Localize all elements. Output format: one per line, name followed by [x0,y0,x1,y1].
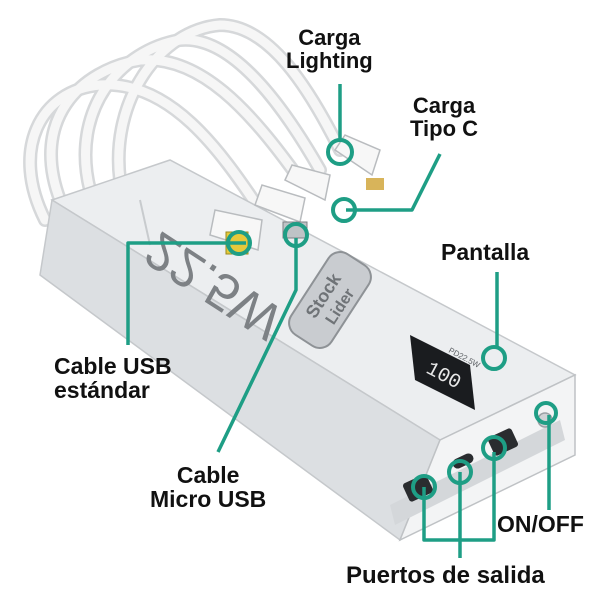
label-line: Cable [176,462,240,488]
label-carga-tipo-c: Carga Tipo C [410,94,478,140]
marker-port3 [481,435,507,461]
label-pantalla: Pantalla [441,240,529,264]
label-line: Pantalla [441,239,530,265]
label-cable-usb: Cable USB estándar [54,354,172,402]
label-carga-lighting: Carga Lighting [286,26,373,72]
label-on-off: ON/OFF [497,512,584,536]
marker-port1 [411,474,437,500]
label-cable-micro-usb: Cable Micro USB [150,463,266,511]
marker-lighting [326,138,354,166]
label-line: ON/OFF [497,511,584,537]
label-line: estándar [54,377,150,404]
label-puertos-salida: Puertos de salida [346,563,545,588]
label-line: Carga [298,25,361,50]
marker-usb [226,230,252,256]
callout-markers [226,138,558,500]
marker-tipo-c [331,197,357,223]
marker-onoff [534,401,558,425]
label-line: Puertos de salida [346,562,545,589]
label-line: Micro USB [150,486,267,513]
label-line: Carga [412,93,476,118]
label-line: Lighting [286,48,373,74]
marker-pantalla [481,345,507,371]
marker-micro [283,222,309,248]
label-line: Cable USB [54,353,172,379]
marker-port2 [447,459,473,485]
callout-lines [126,84,551,558]
label-line: Tipo C [410,116,479,142]
